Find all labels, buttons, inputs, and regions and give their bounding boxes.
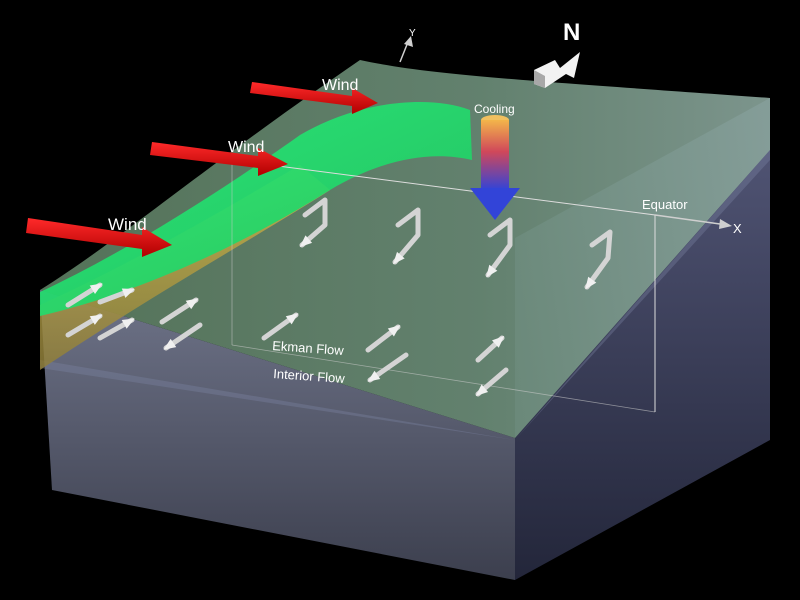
y-axis-arrowhead (404, 36, 413, 47)
wind-arrow-3 (26, 218, 172, 257)
flow-arrow-west-1 (65, 282, 103, 308)
flow-arrow-west-4 (97, 317, 135, 341)
flow-arrow-interior-3 (475, 367, 509, 397)
flow-arrow-bent-1 (299, 197, 328, 248)
flow-arrow-west-2 (97, 287, 135, 305)
y-axis-line (399, 41, 409, 63)
flow-arrow-west-5 (159, 297, 199, 325)
flow-arrow-ekman-1 (261, 312, 299, 341)
equator-label: Equator (642, 197, 688, 212)
ocean-front-face (40, 290, 515, 580)
north-arrow-icon (534, 52, 580, 88)
wind-arrow-2 (150, 142, 288, 176)
x-axis-label: X (733, 221, 742, 236)
ekman-flow-label: Ekman Flow (272, 338, 345, 358)
wind-label-1: Wind (322, 77, 358, 94)
cooling-label: Cooling (474, 102, 515, 116)
x-axis-line (654, 214, 721, 225)
flow-arrow-ekman-3 (475, 335, 505, 363)
flow-arrow-ekman-2 (365, 324, 401, 353)
flow-arrow-west-3 (65, 313, 103, 338)
flow-arrow-bent-2 (392, 207, 421, 265)
wind-label-3: Wind (108, 215, 147, 234)
north-label: N (563, 19, 580, 46)
warm-current (40, 102, 472, 316)
flow-arrow-interior-2 (367, 352, 409, 383)
box-edge-bottom (231, 344, 656, 413)
y-axis-label: Y (409, 28, 416, 39)
wind-label-2: Wind (228, 139, 264, 156)
flow-arrow-interior-1 (163, 322, 203, 351)
flow-arrow-bent-3 (485, 217, 513, 278)
x-axis-arrowhead (719, 219, 732, 229)
wind-arrow-1 (250, 82, 378, 114)
flow-arrows (65, 197, 613, 397)
interior-flow-label: Interior Flow (273, 366, 346, 386)
flow-arrow-bent-4 (584, 229, 613, 290)
cooling-arrow-icon (470, 115, 520, 220)
